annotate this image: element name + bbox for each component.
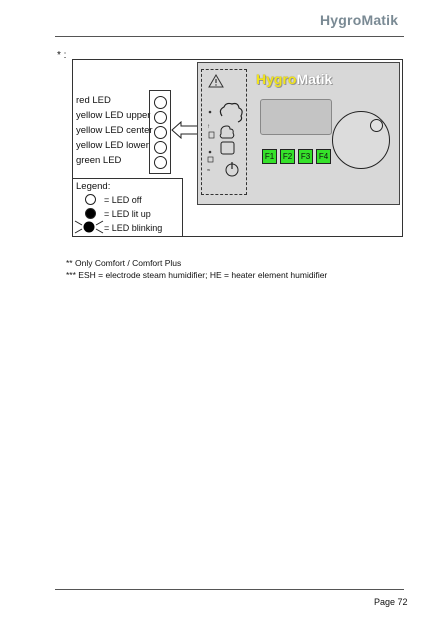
f3-button[interactable]: F3 (298, 149, 313, 164)
f2-button[interactable]: F2 (280, 149, 295, 164)
legend-led-blinking: = LED blinking (104, 223, 163, 233)
legend-led-on: = LED lit up (104, 209, 151, 219)
svg-text:≈: ≈ (207, 168, 211, 174)
led-off-icon (85, 194, 96, 205)
led-green (154, 156, 167, 169)
footer-rule (55, 589, 404, 590)
led-yellow-center (154, 126, 167, 139)
knob-indicator-icon (370, 119, 383, 132)
led-blinking-icon (74, 220, 104, 234)
led-label-yellow-center: yellow LED center (76, 125, 153, 136)
logo-text-b: Matik (361, 12, 399, 28)
led-label-green: green LED (76, 155, 122, 166)
led-yellow-upper (154, 111, 167, 124)
status-led-area: ↑ ≈ (201, 69, 247, 195)
f4-button[interactable]: F4 (316, 149, 331, 164)
panel-logo-a: Hygro (256, 71, 297, 87)
led-column (149, 90, 171, 174)
rotary-knob[interactable] (332, 111, 390, 169)
panel-logo-b: Matik (296, 71, 333, 87)
page-number: Page 72 (374, 597, 408, 607)
panel-logo: HygroMatik (256, 71, 332, 87)
f1-button[interactable]: F1 (262, 149, 277, 164)
led-label-yellow-upper: yellow LED upper (76, 110, 151, 121)
lcd-display (260, 99, 332, 135)
footnote-comfort: ** Only Comfort / Comfort Plus (66, 258, 182, 268)
diagram-frame (72, 59, 403, 237)
logo-text-a: Hygro (320, 12, 362, 28)
section-marker: * : (57, 50, 67, 61)
led-label-red: red LED (76, 95, 111, 106)
legend-title: Legend: (76, 181, 111, 192)
footnote-esh-he: *** ESH = electrode steam humidifier; HE… (66, 270, 328, 280)
status-icons: ↑ ≈ (207, 102, 243, 177)
led-on-icon (85, 208, 96, 219)
legend-led-off: = LED off (104, 195, 142, 205)
led-red (154, 96, 167, 109)
header-rule (55, 36, 404, 37)
controller-panel: ↑ ≈ HygroMatik F1 F2 F3 F4 (197, 62, 400, 205)
led-label-yellow-lower: yellow LED lower (76, 140, 149, 151)
svg-text:↑: ↑ (207, 124, 210, 130)
hygromatik-logo: HygroMatik (320, 12, 398, 28)
led-yellow-lower (154, 141, 167, 154)
warning-icon (208, 74, 224, 88)
legend-box: Legend: = LED off = LED lit up = LED bli… (72, 178, 183, 237)
